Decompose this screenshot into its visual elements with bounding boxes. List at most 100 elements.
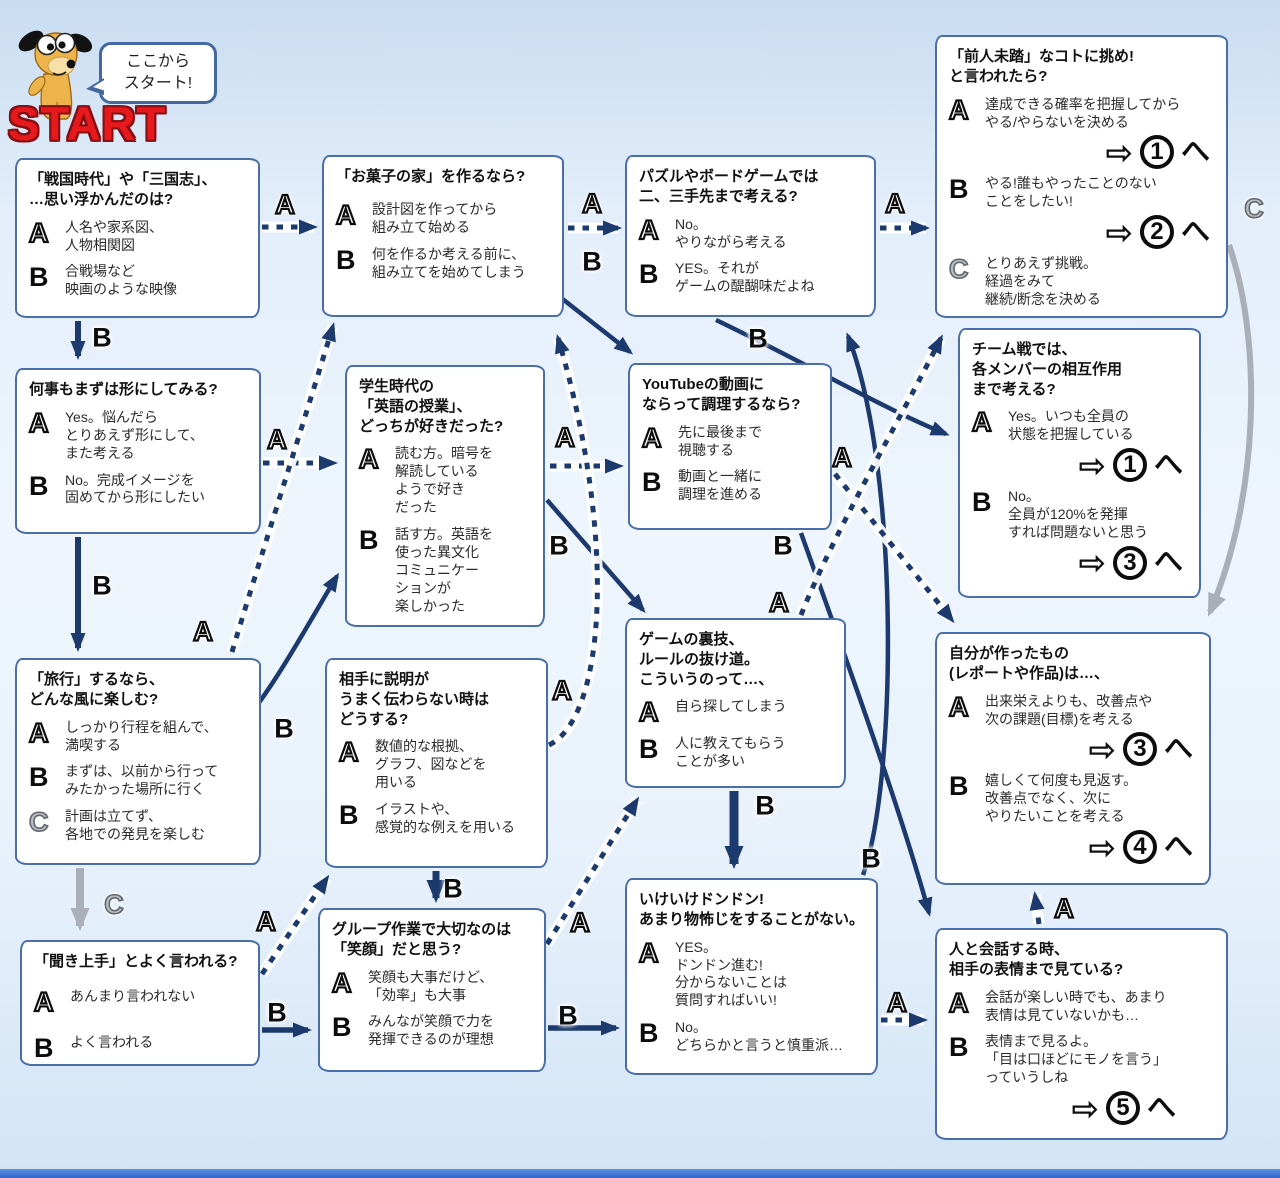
circled-number: 3 [1112, 545, 1147, 580]
goto-3: ⇨ 3 へ [1008, 545, 1183, 580]
edge-label-setsumei-A: A [551, 675, 573, 706]
option-row: B イラストや、 感覚的な例えを用いる [339, 801, 536, 837]
option-text: 笑顔も大事だけど、 「効率」も大事 [368, 968, 494, 1003]
option-row: B No。完成イメージを 固めてから形にしたい [29, 472, 249, 508]
option-letter-a: A [948, 691, 970, 722]
option-text: 嬉しくて何度も見返す。 改善点でなく、次に やりたいことを考える [985, 772, 1138, 825]
question-box-team: チーム戦では、 各メンバーの相互作用 まで考える? A Yes。いつも全員の 状… [958, 328, 1201, 598]
goto-1: ⇨ 1 へ [1008, 448, 1183, 483]
block-arrow-icon: ⇨ [1088, 827, 1116, 867]
option-row: C 計画は立てず、 各地での発見を楽しむ [28, 807, 249, 844]
option-text: あんまり言われない [70, 987, 196, 1004]
question-box-zenjin: 「前人未踏」なコトに挑め! と言われたら? A 達成できる確率を把握してから や… [935, 35, 1228, 318]
option-row: A 自ら探してしまう [638, 698, 834, 727]
block-arrow-icon: ⇨ [1088, 729, 1116, 769]
option-row: C とりあえず挑戦。 経過をみて 継続/断念を決める [948, 254, 1216, 309]
option-text: 読む方。暗号を 解読している ようで好き だった [395, 445, 493, 516]
edge-label-urawaza-B: B [755, 790, 775, 821]
option-row: B やる!誰もやったことのない ことをしたい! ⇨ 2 へ [949, 175, 1216, 251]
option-letter-b: B [339, 800, 359, 831]
edge-label-ikeike-A: A [886, 987, 908, 1018]
start-speech-bubble: ここから スタート! [86, 42, 217, 104]
option-letter-a: A [948, 987, 970, 1018]
arrow-setsumei-A [547, 334, 600, 748]
question-title: 「前人未踏」なコトに挑め! と言われたら? [949, 48, 1134, 85]
question-title: 「お菓子の家」を作るなら? [336, 168, 526, 185]
option-row: A No。 やりながら考える [638, 214, 864, 252]
option-text: YES。 ドンドン進む! 分からないことは 質問すればいい! [675, 938, 787, 1009]
goto-suffix: へ [1153, 448, 1183, 481]
option-row: A Yes。悩んだら とりあえず形にして、 また考える [28, 407, 249, 463]
question-title: パズルやボードゲームでは 二、三手先まで考える? [639, 168, 819, 205]
option-row: A Yes。いつも全員の 状態を把握している ⇨ 1 へ [971, 408, 1189, 484]
option-letter-a: A [641, 422, 663, 453]
edge-label-okashi-B: B [582, 246, 602, 277]
option-letter-a: A [33, 986, 55, 1017]
option-text: 動画と一緒に 調理を進める [678, 468, 762, 503]
edge-label-zenjin-C: C [1243, 193, 1264, 224]
goto-suffix: へ [1153, 546, 1183, 579]
arrow-ikeike-B [845, 332, 891, 876]
circled-number: 5 [1105, 1091, 1140, 1126]
option-letter-a: A [28, 407, 50, 438]
option-letter-b: B [972, 487, 992, 518]
option-letter-b: B [336, 244, 356, 275]
question-box-eigo: 学生時代の 「英語の授業」、 どっちが好きだった? A 読む方。暗号を 解読して… [345, 365, 545, 627]
block-arrow-icon: ⇨ [1071, 1088, 1099, 1128]
option-row: B 何を作るか考える前に、 組み立てを始めてしまう [336, 246, 552, 282]
option-text: イラストや、 感覚的な例えを用いる [375, 801, 515, 836]
option-row: B 人に教えてもらう ことが多い [639, 735, 834, 771]
question-box-sakuhin: 自分が作ったもの (レポートや作品)は…、 A 出来栄えよりも、改善点や 次の課… [935, 632, 1211, 885]
option-letter-c: C [948, 254, 969, 285]
option-letter-b: B [359, 525, 379, 556]
option-letter-c: C [28, 807, 49, 838]
question-title: 「聞き上手」とよく言われる? [34, 953, 238, 970]
goto-suffix: へ [1180, 135, 1210, 168]
question-box-youtube: YouTubeの動画に ならって調理するなら? A 先に最後まで 視聴する B … [628, 363, 832, 530]
question-title: ゲームの裏技、 ルールの抜け道。 こういうのって…、 [639, 631, 774, 688]
question-title: 学生時代の 「英語の授業」、 どっちが好きだった? [359, 378, 504, 435]
option-letter-a: A [338, 737, 360, 768]
arrow-okashi-B [558, 295, 634, 355]
option-text: Yes。いつも全員の 状態を把握している [1008, 408, 1134, 443]
option-letter-b: B [949, 771, 969, 802]
option-letter-a: A [638, 214, 660, 245]
question-box-katachi: 何事もまずは形にしてみる? A Yes。悩んだら とりあえず形にして、 また考え… [15, 368, 261, 534]
edge-label-ryokou-C: C [103, 889, 124, 920]
goto-suffix: へ [1180, 215, 1210, 248]
edge-label-ryokou-A: A [192, 616, 214, 647]
option-row: B よく言われる [34, 1034, 248, 1062]
option-row: B YES。それが ゲームの醍醐味だよね [639, 260, 864, 296]
option-text: 話す方。英語を 使った異文化 コミュニケー ションが 楽しかった [395, 526, 493, 614]
goto-5: ⇨ 5 へ [985, 1088, 1176, 1128]
option-text: やる!誰もやったことのない ことをしたい! [985, 175, 1157, 210]
option-text: No。 やりながら考える [675, 215, 787, 250]
option-row: B まずは、以前から行って みたかった場所に行く [29, 763, 249, 799]
edge-label-kikijouzu-B: B [267, 997, 287, 1028]
question-box-group: グループ作業で大切なのは 「笑顔」だと思う? A 笑顔も大事だけど、 「効率」も… [318, 908, 546, 1072]
block-arrow-icon: ⇨ [1105, 212, 1133, 252]
arrow-kikijouzu-A [259, 874, 330, 976]
question-box-kaiwa: 人と会話する時、 相手の表情まで見ている? A 会話が楽しい時でも、あまり 表情… [935, 928, 1228, 1140]
option-row: A 読む方。暗号を 解読している ようで好き だった [358, 445, 533, 517]
option-row: A あんまり言われない [33, 986, 248, 1017]
circled-number: 1 [1112, 448, 1147, 483]
goto-suffix: へ [1163, 732, 1193, 765]
option-text: みんなが笑顔で力を 発揮できるのが理想 [368, 1013, 494, 1048]
option-text: 自ら探してしまう [675, 698, 787, 715]
option-text: 設計図を作ってから 組み立て始める [372, 200, 498, 235]
option-text: No。完成イメージを 固めてから形にしたい [65, 471, 205, 506]
arrow-puzzle-B [715, 317, 950, 437]
option-row: A 数値的な根拠、 グラフ、図などを 用いる [338, 737, 536, 792]
option-letter-b: B [639, 259, 659, 290]
edge-label-eigo-A: A [554, 422, 576, 453]
edge-label-kikijouzu-A: A [255, 906, 277, 937]
edge-label-ryokou-B: B [274, 713, 294, 744]
bottom-bar [0, 1169, 1280, 1178]
option-row: A YES。 ドンドン進む! 分からないことは 質問すればいい! [638, 938, 866, 1011]
option-text: 会話が楽しい時でも、あまり 表情は見ていないかも… [985, 988, 1167, 1023]
option-text: 計画は立てず、 各地での発見を楽しむ [65, 808, 205, 843]
option-letter-a: A [28, 717, 50, 748]
option-row: A しっかり行程を組んで、 満喫する [28, 717, 249, 755]
